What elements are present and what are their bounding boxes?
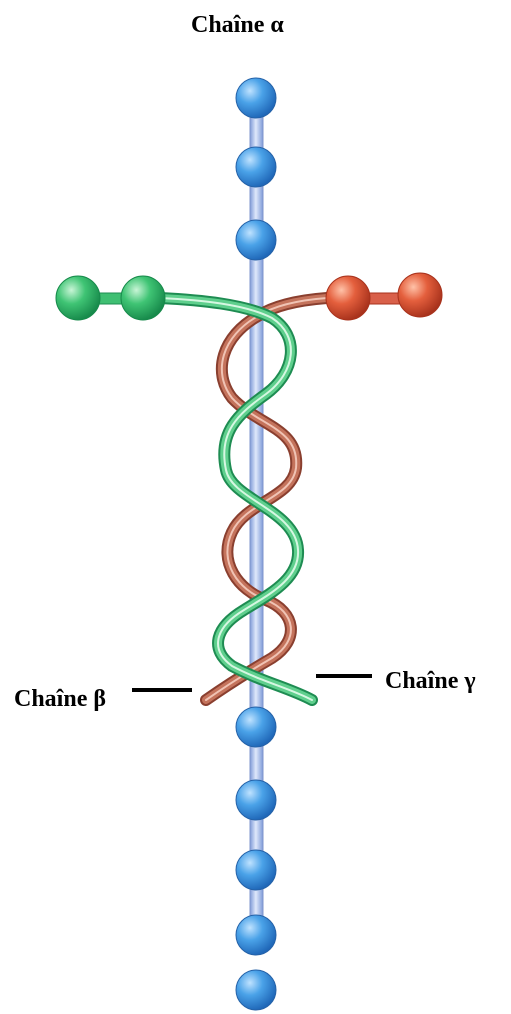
gamma-bead — [120, 275, 166, 321]
alpha-chain-label: Chaîne α — [191, 12, 284, 38]
alpha-bead — [235, 914, 277, 956]
gamma-bead — [55, 275, 101, 321]
beta-chain-label: Chaîne β — [14, 686, 106, 712]
alpha-bead — [235, 779, 277, 821]
alpha-bead — [235, 77, 277, 119]
alpha-bead — [235, 969, 277, 1011]
alpha-bead — [235, 219, 277, 261]
alpha-bead — [235, 849, 277, 891]
beta-chain-beads — [325, 272, 443, 321]
beta-chain-strand — [200, 292, 333, 706]
gamma-chain-label: Chaîne γ — [385, 668, 476, 694]
alpha-chain-beads-bottom — [235, 706, 277, 1011]
alpha-bead — [235, 146, 277, 188]
alpha-chain-beads-top — [235, 77, 277, 261]
beta-bead — [325, 275, 371, 321]
alpha-bead — [235, 706, 277, 748]
gamma-chain-strand — [154, 292, 318, 706]
gamma-chain-beads — [55, 275, 166, 321]
beta-bead — [397, 272, 443, 318]
